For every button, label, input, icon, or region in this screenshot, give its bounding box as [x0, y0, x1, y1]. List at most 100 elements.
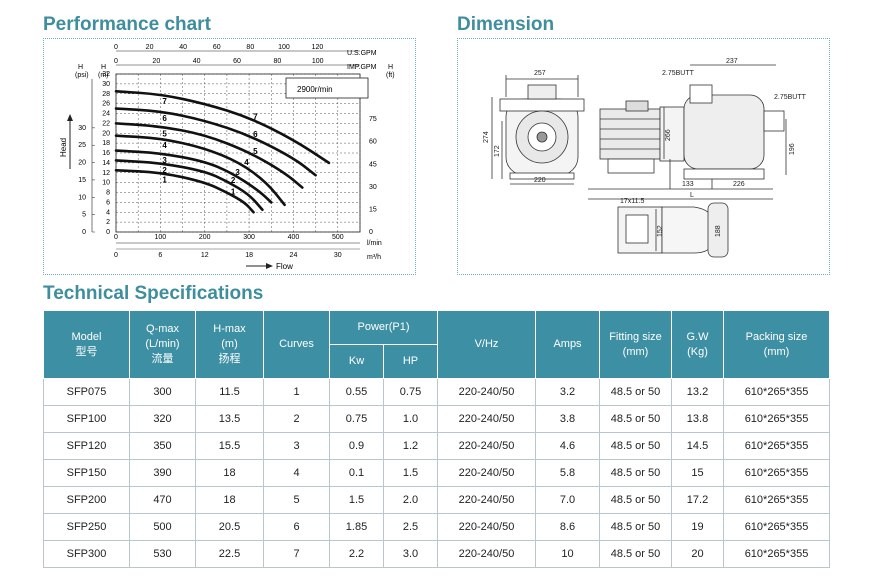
cell-packing: 610*265*355: [723, 459, 830, 487]
impgpm-tick-label: 100: [312, 58, 324, 65]
plan-view: [617, 202, 729, 258]
cell-amps: 10: [535, 540, 600, 568]
col-vhz: V/Hz: [437, 310, 536, 379]
ft-unit-label-2: (ft): [386, 72, 395, 79]
impgpm-label: IMP.GPM: [347, 64, 377, 71]
curve-label-1-b: 1: [231, 188, 236, 197]
m-tick-label: 2: [106, 219, 110, 226]
curve-2: [114, 159, 264, 212]
dim-226: 226: [733, 181, 745, 188]
cell-hmax: 15.5: [195, 432, 264, 460]
dimension-panel: 257 237 2.75BUTT 2.75BUTT 274 172 220 26…: [457, 38, 830, 275]
cell-model: SFP200: [43, 486, 130, 514]
m-tick-label: 6: [106, 199, 110, 206]
cell-fitting: 48.5 or 50: [599, 405, 672, 433]
cell-curve: 2: [263, 405, 330, 433]
m-tick-label: 26: [102, 101, 110, 108]
m3h-tick-label: 12: [201, 252, 209, 259]
cell-qmax: 300: [129, 378, 196, 406]
m-tick-label: 10: [102, 180, 110, 187]
performance-chart-heading: Performance chart: [43, 14, 211, 35]
cell-fitting: 48.5 or 50: [599, 486, 672, 514]
table-subheader-row: Kw HP: [44, 344, 830, 379]
cell-model: SFP120: [43, 432, 130, 460]
cell-qmax: 500: [129, 513, 196, 541]
cell-qmax: 530: [129, 540, 196, 568]
m-tick-label: 14: [102, 160, 110, 167]
side-view: [588, 64, 787, 200]
curve-label-5: 5: [162, 129, 167, 138]
psi-unit-label: H: [78, 64, 83, 71]
m-tick-label: 4: [106, 209, 110, 216]
lmin-tick-label: 200: [199, 234, 211, 241]
m-tick-label: 12: [102, 170, 110, 177]
cell-gw: 19: [671, 513, 724, 541]
dim-172: 172: [494, 145, 501, 157]
psi-tick-label: 10: [78, 194, 86, 201]
ft-tick-label: 45: [369, 161, 377, 168]
impgpm-tick-label: 60: [233, 58, 241, 65]
psi-unit-label-2: (psi): [75, 72, 89, 79]
cell-vhz: 220-240/50: [437, 540, 536, 568]
curve-label-5-b: 5: [253, 147, 258, 156]
psi-tick-label: 20: [78, 160, 86, 167]
dim-188: 188: [715, 225, 722, 237]
cell-hmax: 11.5: [195, 378, 264, 406]
cell-kw: 0.9: [329, 432, 384, 460]
usgpm-tick-label: 80: [246, 44, 254, 51]
curve-label-7: 7: [162, 97, 167, 106]
ft-tick-label: 30: [369, 184, 377, 191]
cell-curve: 4: [263, 459, 330, 487]
cell-gw: 14.5: [671, 432, 724, 460]
dim-196: 196: [789, 143, 796, 155]
psi-tick-label: 0: [82, 229, 86, 236]
psi-tick-label: 15: [78, 177, 86, 184]
curve-label-4-b: 4: [244, 158, 249, 167]
cell-curve: 5: [263, 486, 330, 514]
m-tick-label: 18: [102, 140, 110, 147]
dim-266: 266: [665, 129, 672, 141]
cell-amps: 3.8: [535, 405, 600, 433]
curve-4: [114, 134, 286, 207]
cell-curve: 7: [263, 540, 330, 568]
m3h-tick-label: 0: [114, 252, 118, 259]
cell-model: SFP250: [43, 513, 130, 541]
dim-152: 152: [657, 225, 664, 237]
front-view: [491, 75, 585, 185]
col-fitting: Fitting size(mm): [599, 310, 672, 379]
col-hmax: H-max(m)扬程: [195, 310, 264, 379]
cell-hp: 0.75: [383, 378, 438, 406]
dimension-heading: Dimension: [457, 14, 555, 35]
col-hp: HP: [383, 344, 438, 379]
m-tick-label: 8: [106, 190, 110, 197]
cell-qmax: 390: [129, 459, 196, 487]
cell-kw: 2.2: [329, 540, 384, 568]
cell-model: SFP300: [43, 540, 130, 568]
cell-hmax: 18: [195, 459, 264, 487]
lmin-label: l/min: [367, 240, 382, 247]
ft-tick-label: 0: [369, 229, 373, 236]
ft-unit-label: H: [388, 64, 393, 71]
cell-hp: 1.2: [383, 432, 438, 460]
ft-tick-label: 75: [369, 116, 377, 123]
cell-amps: 8.6: [535, 513, 600, 541]
cell-kw: 0.75: [329, 405, 384, 433]
m-tick-label: 0: [106, 229, 110, 236]
usgpm-tick-label: 60: [213, 44, 221, 51]
col-amps: Amps: [535, 310, 600, 379]
psi-tick-label: 30: [78, 125, 86, 132]
cell-curve: 3: [263, 432, 330, 460]
cell-gw: 20: [671, 540, 724, 568]
col-packing: Packing size(mm): [723, 310, 830, 379]
cell-packing: 610*265*355: [723, 378, 830, 406]
cell-vhz: 220-240/50: [437, 378, 536, 406]
usgpm-tick-label: 120: [312, 44, 324, 51]
